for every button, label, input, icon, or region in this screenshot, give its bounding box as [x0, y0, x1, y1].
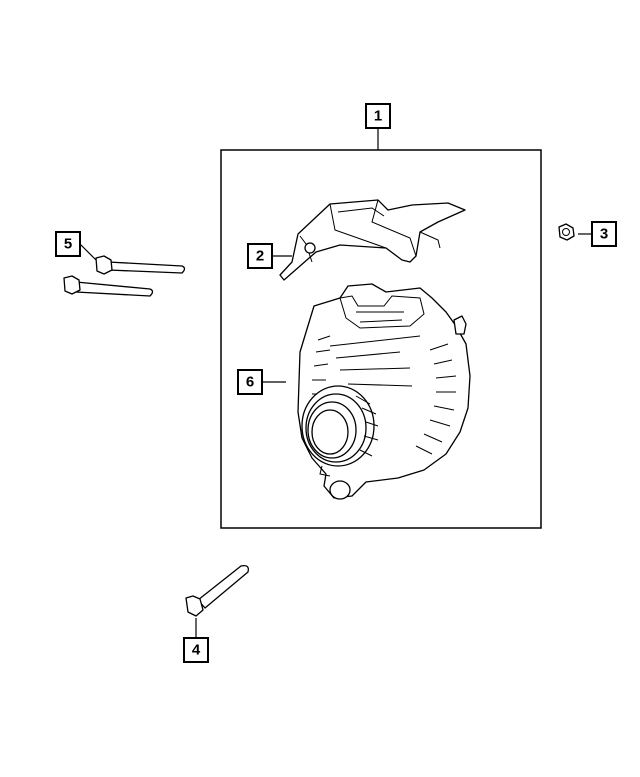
bolt-upper-2[interactable] [63, 275, 154, 297]
svg-text:4: 4 [192, 642, 201, 659]
alternator[interactable] [297, 283, 471, 500]
svg-text:2: 2 [256, 248, 264, 265]
svg-text:6: 6 [246, 374, 254, 391]
svg-text:1: 1 [374, 108, 382, 125]
bolt-lower[interactable] [185, 564, 249, 617]
bracket-shield[interactable] [279, 199, 466, 281]
nut[interactable] [558, 223, 575, 241]
svg-text:5: 5 [64, 236, 72, 253]
svg-text:3: 3 [600, 226, 608, 243]
callout-2[interactable]: 2 [247, 243, 273, 269]
callout-5[interactable]: 5 [55, 231, 81, 257]
callout-3[interactable]: 3 [591, 221, 617, 247]
callout-6[interactable]: 6 [237, 369, 263, 395]
callout-1[interactable]: 1 [365, 103, 391, 129]
callout-4[interactable]: 4 [183, 637, 209, 663]
assembly-frame [220, 149, 542, 529]
leader-5 [79, 243, 97, 261]
bolt-upper-1[interactable] [95, 255, 186, 275]
